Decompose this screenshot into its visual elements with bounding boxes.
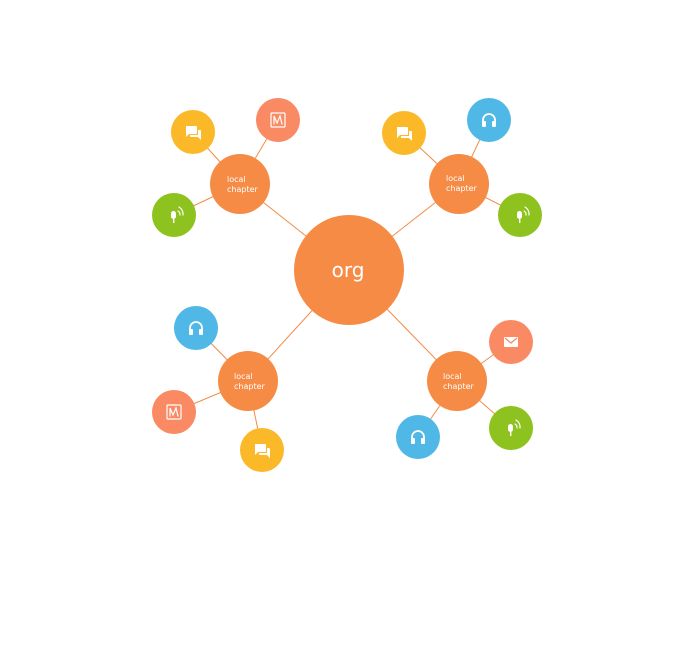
center-node-label: org [332,258,365,282]
chapter-node-4[interactable]: local chapter [427,351,487,411]
chat-icon [255,444,270,458]
chapter-node-1[interactable]: local chapter [210,154,270,214]
chapter-node-label-line2: chapter [227,185,259,194]
chapter-node-label-line2: chapter [446,184,478,193]
chapter-node-label-line2: chapter [443,382,475,391]
chat-icon [397,127,412,141]
chapter-node-label-line1: local [446,174,465,183]
headphones-icon [189,321,203,335]
leaf-node-circle [174,306,218,350]
leaf-node-map[interactable] [256,98,300,142]
leaf-node-chat[interactable] [382,111,426,155]
leaf-node-headphones[interactable] [396,415,440,459]
chapter-node-label-line1: local [443,372,462,381]
chat-icon [186,126,201,140]
chapter-node-circle [210,154,270,214]
leaf-node-microphone[interactable] [489,406,533,450]
chapter-node-circle [429,154,489,214]
leaf-node-chat[interactable] [171,110,215,154]
leaf-node-mail[interactable] [489,320,533,364]
microphone-icon [517,206,530,223]
map-icon [166,404,182,420]
map-icon [270,112,286,128]
chapter-node-2[interactable]: local chapter [429,154,489,214]
leaf-node-headphones[interactable] [467,98,511,142]
leaf-node-microphone[interactable] [152,193,196,237]
leaf-node-chat[interactable] [240,428,284,472]
leaf-node-microphone[interactable] [498,193,542,237]
mail-icon [504,337,518,347]
headphones-icon [411,430,425,444]
headphones-icon [482,113,496,127]
leaf-node-map[interactable] [152,390,196,434]
chapter-node-label-line1: local [227,175,246,184]
microphone-icon [508,419,521,436]
chapter-node-label-line1: local [234,372,253,381]
microphone-icon [171,206,184,223]
center-node[interactable]: org [294,215,404,325]
chapter-node-circle [427,351,487,411]
chapter-node-3[interactable]: local chapter [218,351,278,411]
leaf-node-circle [396,415,440,459]
center-node-circle [294,215,404,325]
leaf-node-circle [467,98,511,142]
leaf-node-headphones[interactable] [174,306,218,350]
chapter-node-circle [218,351,278,411]
chapter-node-label-line2: chapter [234,382,266,391]
